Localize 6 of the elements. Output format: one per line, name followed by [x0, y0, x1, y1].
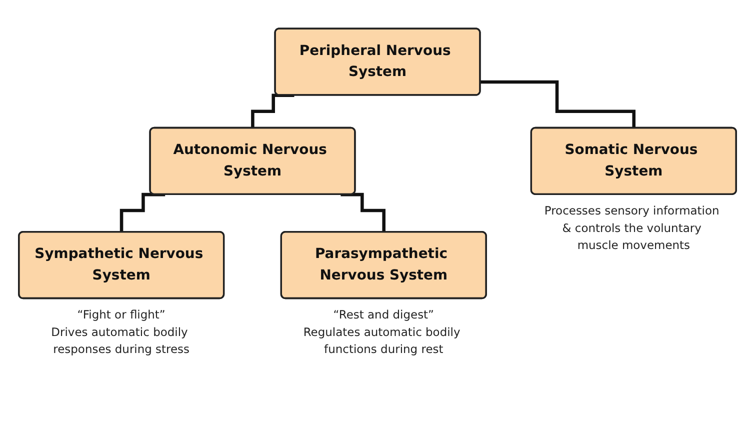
- node-label: Regulates automatic bodily functions during rest: [303, 326, 460, 356]
- node-label: Processes sensory information & controls the voluntary muscle movements: [544, 204, 720, 252]
- connector: [480, 80, 636, 130]
- node-label: “Fight or flight”: [77, 308, 166, 322]
- node-label: Drives automatic bodily responses during stress: [51, 326, 190, 356]
- node-label: “Rest and digest”: [333, 308, 434, 322]
